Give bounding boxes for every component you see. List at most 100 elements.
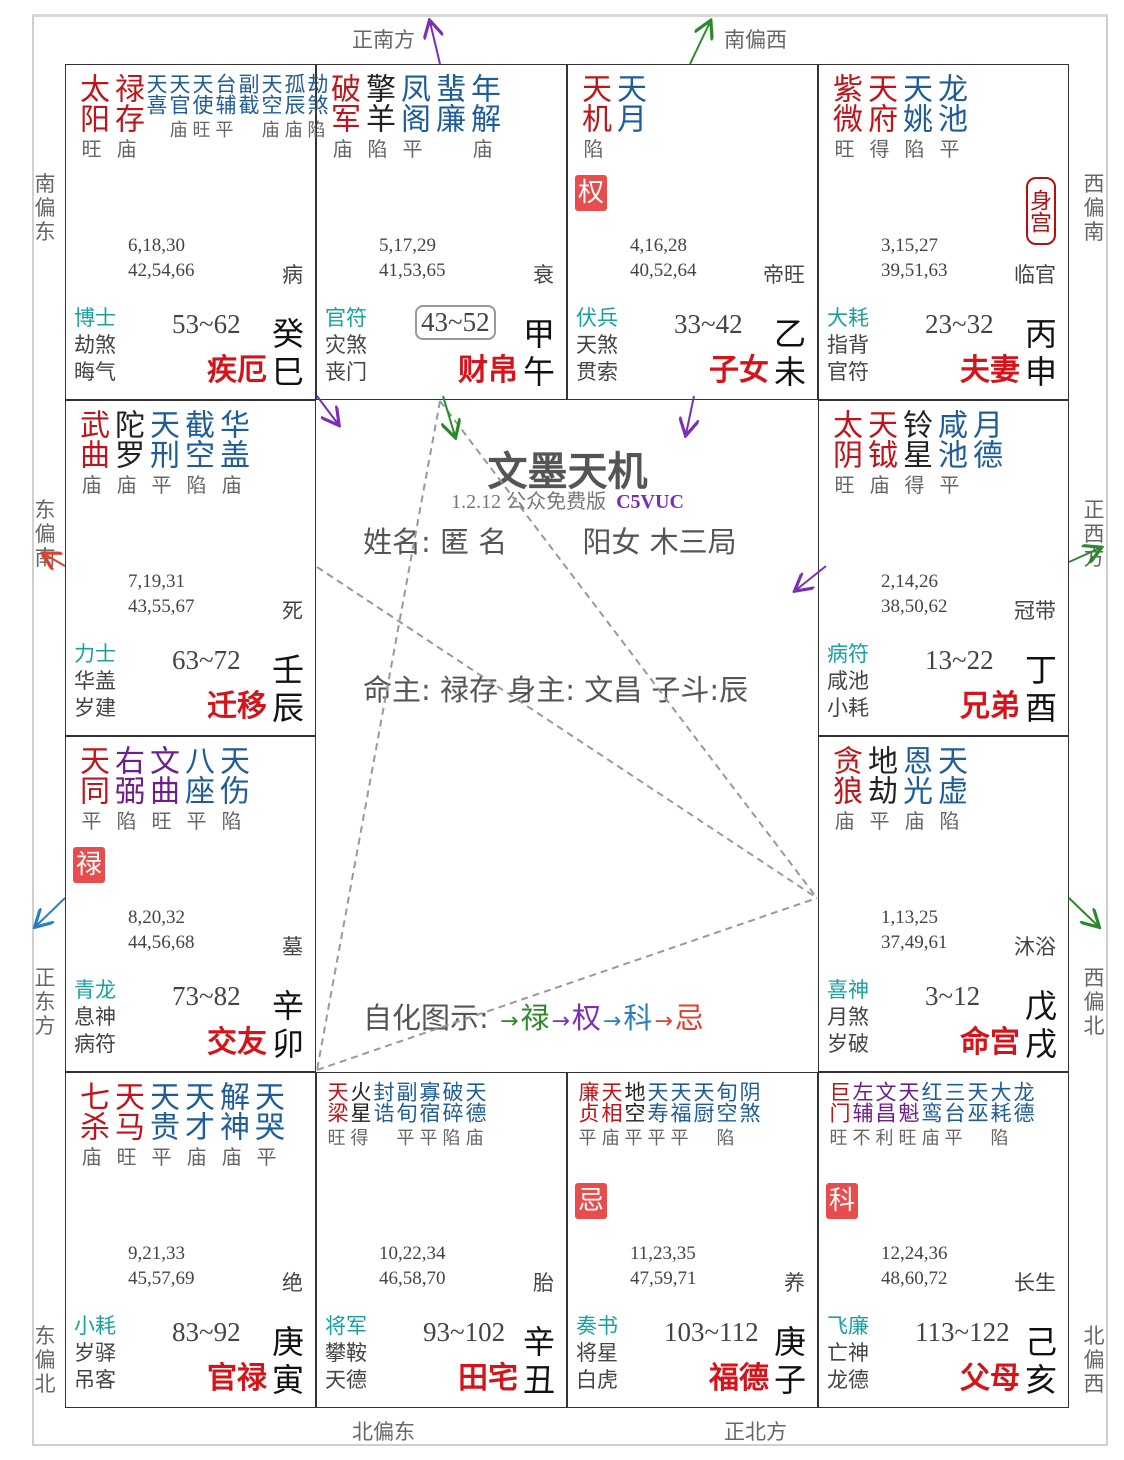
ganzhi: 丙申 [1024, 315, 1057, 391]
god-name: 大耗 [827, 306, 869, 330]
god-name: 伏兵 [576, 306, 618, 330]
age-row: 41,53,65 [379, 260, 446, 281]
legend-arrow: → [500, 1009, 519, 1034]
star-brightness: 陷 [990, 1128, 1009, 1149]
star-name: 陀罗 [109, 409, 144, 469]
star-name: 天机 [576, 73, 611, 133]
age-row: 1,13,25 [881, 907, 938, 928]
age-row: 12,24,36 [881, 1243, 948, 1264]
star: 破军庙 [325, 73, 360, 161]
god-list: 力士华盖岁建 [74, 641, 116, 722]
god-list: 官符灾煞丧门 [325, 305, 367, 386]
god-list: 将军攀鞍天德 [325, 1313, 367, 1394]
star: 七杀庙 [74, 1081, 109, 1169]
god-name: 飞廉 [827, 1314, 869, 1338]
star: 天官庙 [167, 73, 191, 161]
legend-item: 科 [623, 1001, 653, 1035]
star-name: 天才 [179, 1081, 214, 1141]
star: 破碎陷 [440, 1081, 464, 1151]
star: 陀罗庙 [109, 409, 144, 497]
star: 副旬平 [394, 1081, 418, 1151]
star-name: 禄存 [109, 73, 144, 133]
star: 天月 [611, 73, 646, 161]
star-brightness: 庙 [904, 809, 925, 833]
star: 文昌利 [873, 1081, 897, 1151]
legend-item: 忌 [674, 1001, 704, 1035]
star: 天伤陷 [214, 745, 249, 833]
star-list: 廉贞平天相庙地空平天寿平天福平天厨旬空陷阴煞 [576, 1081, 761, 1151]
god-list: 博士劫煞晦气 [74, 305, 116, 386]
star-brightness: 庙 [221, 473, 242, 497]
legend-arrow: → [602, 1009, 622, 1034]
palace-name: 命宫 [960, 1025, 1020, 1060]
legend-item: 禄 [520, 1001, 550, 1035]
god-name: 龙德 [827, 1368, 869, 1392]
star: 天哭平 [249, 1081, 284, 1169]
age-row: 8,20,32 [128, 907, 185, 928]
star-name: 文昌 [873, 1081, 897, 1123]
ming-line: 命主: 禄存 身主: 文昌 子斗:辰 [363, 673, 749, 707]
god-name: 天煞 [576, 333, 618, 357]
star-name: 天伤 [214, 745, 249, 805]
chart-frame [32, 14, 1108, 1446]
star: 太阳旺 [74, 73, 109, 161]
palace-name: 交友 [207, 1025, 267, 1060]
god-name: 博士 [74, 306, 116, 330]
ganzhi: 癸巳 [271, 315, 304, 391]
star-brightness: 不 [852, 1128, 871, 1149]
star-name: 天马 [109, 1081, 144, 1141]
sihua-badge: 科 [826, 1183, 858, 1219]
star-brightness: 旺 [834, 473, 855, 497]
god-name: 天德 [325, 1368, 367, 1392]
star-name: 天刑 [144, 409, 179, 469]
star-name: 天空 [259, 73, 283, 115]
god-name: 官符 [827, 360, 869, 384]
star-name: 太阳 [74, 73, 109, 133]
star-brightness: 陷 [367, 137, 388, 161]
star-name: 天相 [599, 1081, 623, 1123]
star-brightness: 平 [939, 137, 960, 161]
star: 八座平 [179, 745, 214, 833]
star: 天德庙 [463, 1081, 487, 1151]
star-list: 七杀庙天马旺天贵平天才庙解神庙天哭平 [74, 1081, 284, 1169]
god-name: 病符 [74, 1032, 116, 1056]
star: 天马旺 [109, 1081, 144, 1169]
god-name: 病符 [827, 642, 869, 666]
star: 月德 [967, 409, 1002, 497]
ganzhi: 甲午 [522, 315, 555, 391]
star-brightness: 陷 [186, 473, 207, 497]
age-row: 40,52,64 [630, 260, 697, 281]
age-row: 6,18,30 [128, 235, 185, 256]
star-name: 天哭 [249, 1081, 284, 1141]
star-name: 破碎 [440, 1081, 464, 1123]
god-name: 岁破 [827, 1032, 869, 1056]
star-name: 破军 [325, 73, 360, 133]
star-brightness: 平 [578, 1128, 597, 1149]
god-list: 飞廉亡神龙德 [827, 1313, 869, 1394]
star-brightness: 庙 [834, 809, 855, 833]
star: 贪狼庙 [827, 745, 862, 833]
star-brightness: 平 [624, 1128, 643, 1149]
star: 天梁旺 [325, 1081, 349, 1151]
age-row: 47,59,71 [630, 1268, 697, 1289]
star-list: 巨门旺左辅不文昌利天魁旺红鸾庙三台平天巫大耗陷龙德 [827, 1081, 1035, 1151]
dir-right-3: 西偏北 [1083, 966, 1105, 1039]
star-name: 月德 [967, 409, 1002, 469]
legend-item: 权 [571, 1001, 601, 1035]
star-name: 副旬 [394, 1081, 418, 1123]
